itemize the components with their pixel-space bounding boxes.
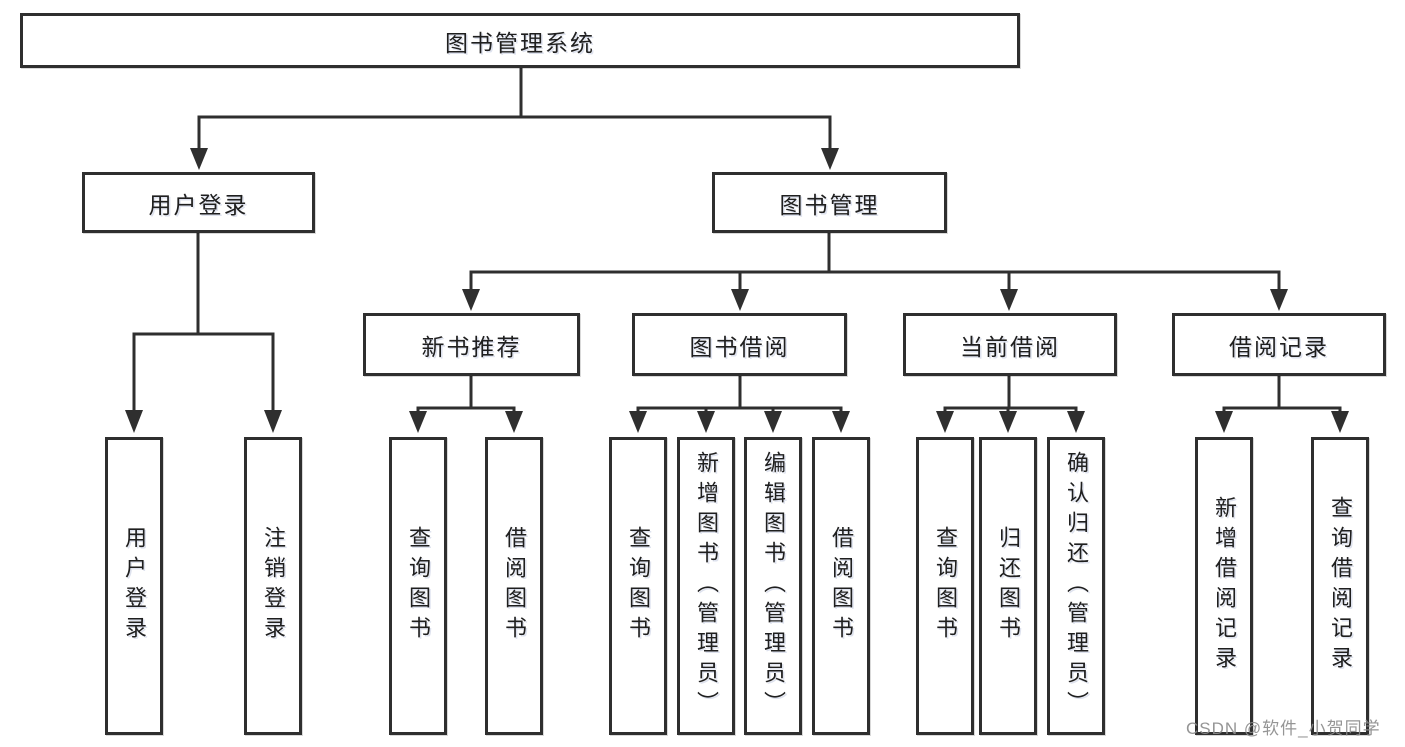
leaf-edit-book-admin: 编辑图书（管理员） [744,437,802,735]
arrowhead [409,411,427,433]
arrowhead [1270,289,1288,311]
leaf-label: 查询图书 [626,526,651,646]
arrowhead [936,411,954,433]
arrowhead [462,289,480,311]
connectors-book-borrow [629,376,850,433]
leaf-recommend-query-books: 查询图书 [389,437,447,735]
node-root: 图书管理系统 [20,13,1020,68]
leaf-borrow-borrow-books: 借阅图书 [812,437,870,735]
arrowhead [264,410,282,433]
node-current-borrow: 当前借阅 [903,313,1117,376]
arrowhead [821,148,839,170]
node-borrow-records: 借阅记录 [1172,313,1386,376]
arrowhead [1215,411,1233,433]
leaf-label: 编辑图书（管理员） [761,451,786,721]
leaf-label: 新增图书（管理员） [694,451,719,721]
leaf-confirm-return-admin: 确认归还（管理员） [1047,437,1105,735]
watermark-text: CSDN @软件_小贺同学 [1186,719,1381,738]
node-new-book-recommend: 新书推荐 [363,313,580,376]
leaf-label: 查询图书 [406,526,431,646]
leaf-query-borrow-record: 查询借阅记录 [1311,437,1369,735]
leaf-borrow-query-books: 查询图书 [609,437,667,735]
leaf-label: 确认归还（管理员） [1064,451,1089,721]
leaf-add-borrow-record: 新增借阅记录 [1195,437,1253,735]
arrowhead [697,411,715,433]
node-user-login: 用户登录 [82,172,315,233]
arrowhead [1000,289,1018,311]
connectors-book-management [462,233,1288,311]
arrowhead [832,411,850,433]
arrowhead [999,411,1017,433]
node-book-management: 图书管理 [712,172,947,233]
leaf-label: 借阅图书 [829,526,854,646]
leaf-label: 用户登录 [122,526,147,646]
connectors-root [190,68,839,170]
connectors-borrow-records [1215,376,1349,433]
leaf-current-query-books: 查询图书 [916,437,974,735]
leaf-label: 注销登录 [261,526,286,646]
leaf-return-books: 归还图书 [979,437,1037,735]
connectors-current-borrow [936,376,1085,433]
arrowhead [125,410,143,433]
node-book-borrow: 图书借阅 [632,313,847,376]
connectors-new-book-recommend [409,376,523,433]
leaf-label: 查询图书 [933,526,958,646]
leaf-label: 新增借阅记录 [1212,496,1237,676]
arrowhead [505,411,523,433]
arrowhead [1067,411,1085,433]
leaf-label: 归还图书 [996,526,1021,646]
arrowhead [1331,411,1349,433]
arrowhead [731,289,749,311]
leaf-logout: 注销登录 [244,437,302,735]
arrowhead [629,411,647,433]
leaf-label: 借阅图书 [502,526,527,646]
arrowhead [764,411,782,433]
arrowhead [190,148,208,170]
leaf-add-book-admin: 新增图书（管理员） [677,437,735,735]
leaf-user-login: 用户登录 [105,437,163,735]
connectors-user-login [125,233,282,433]
leaf-recommend-borrow-books: 借阅图书 [485,437,543,735]
leaf-label: 查询借阅记录 [1328,496,1353,676]
